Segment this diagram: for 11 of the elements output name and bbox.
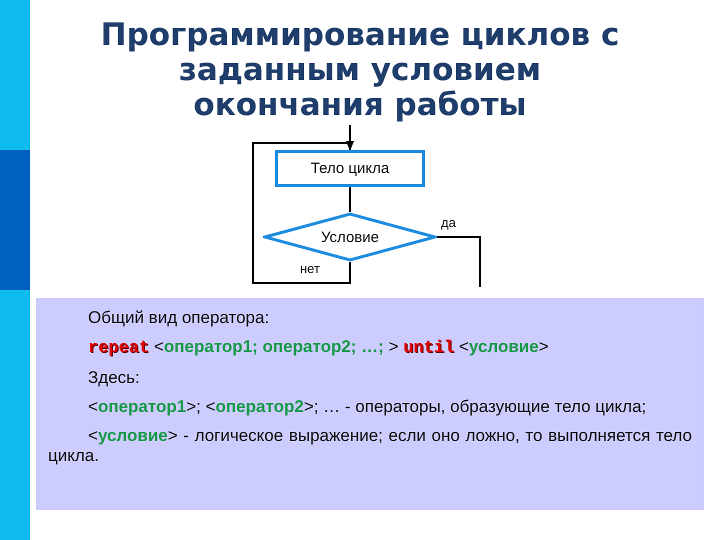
text-paragraph: <условие> - логическое выражение; если оно ложно, то выполняется тело цикла. (48, 426, 692, 466)
text-paragraph: <оператор1>; <оператор2>; … - операторы, образующие тело цикла; (87, 397, 648, 417)
title: Программирование циклов с заданным условием окончания работы (100, 18, 620, 123)
text-paragraph: repeat <оператор1; оператор2; …; > until <условие> (87, 337, 550, 359)
decision-diamond: Условие (263, 212, 437, 262)
connector-line (349, 187, 351, 212)
text-paragraph: Здесь: (87, 368, 141, 388)
arrow (252, 141, 354, 284)
connector-line (437, 236, 481, 287)
text-paragraph: Общий вид оператора: (87, 308, 270, 328)
process-box: Тело цикла (275, 150, 425, 187)
